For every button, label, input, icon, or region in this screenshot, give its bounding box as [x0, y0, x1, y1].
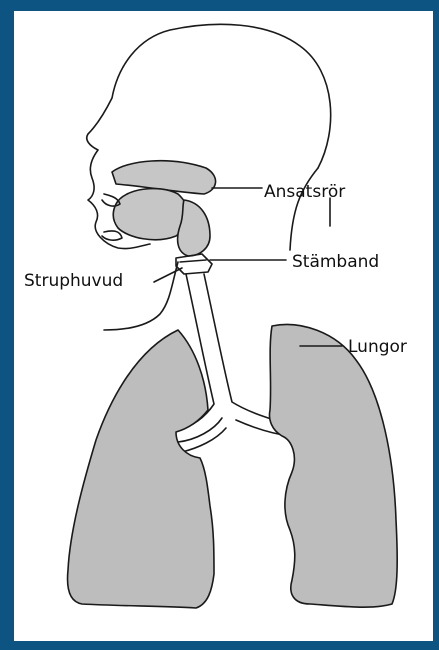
- left-lung: [68, 330, 214, 608]
- label-struphuvud: Struphuvud: [24, 271, 123, 291]
- larynx-detail: [180, 260, 206, 262]
- diagram-panel: Ansatsrör Stämband Struphuvud Lungor: [14, 11, 433, 641]
- struphuvud-leader: [154, 268, 182, 282]
- label-ansatsror: Ansatsrör: [264, 182, 345, 202]
- right-lung: [270, 324, 398, 607]
- respiratory-diagram: Ansatsrör Stämband Struphuvud Lungor: [14, 11, 433, 641]
- neck-back-outline: [290, 168, 318, 250]
- label-lungor: Lungor: [348, 337, 407, 357]
- larynx: [176, 254, 212, 274]
- lower-teeth: [102, 231, 122, 240]
- label-stamband: Stämband: [292, 252, 379, 272]
- oral-cavity: [113, 189, 187, 240]
- pharynx: [178, 200, 210, 256]
